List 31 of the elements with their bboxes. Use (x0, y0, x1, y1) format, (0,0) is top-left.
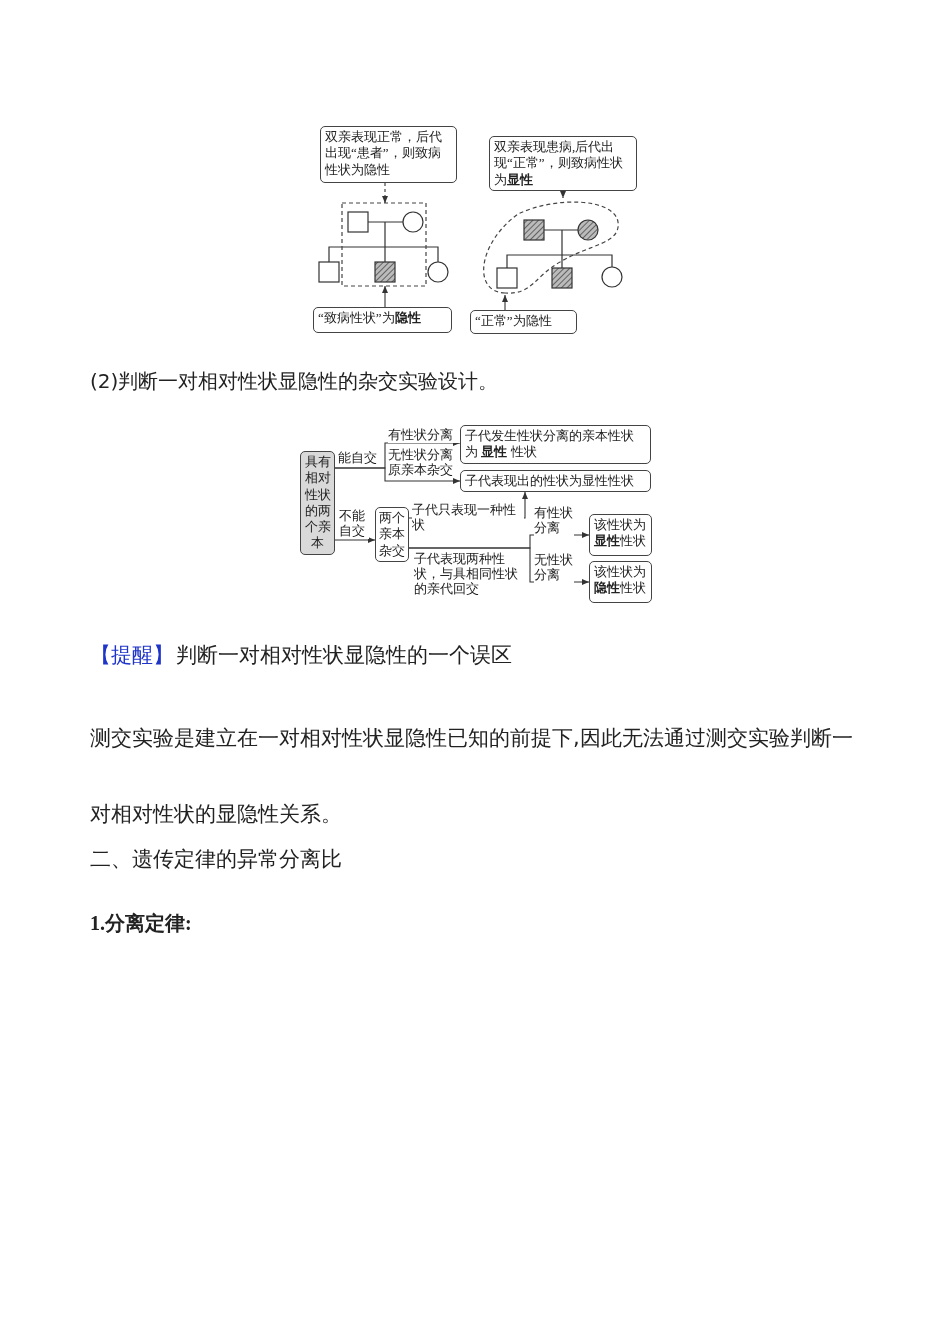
text-box: 双亲表现正常，后代出现“患者”，则致病性状为隐性 (320, 126, 457, 183)
text-box: 该性状为隐性性状 (589, 561, 652, 603)
arrow (334, 537, 376, 543)
text-box: “正常”为隐性 (470, 310, 577, 334)
annotation: 能自交 (338, 450, 377, 466)
tag-label: 【提醒】 (90, 642, 174, 669)
text-box: 具有相对性状的两个亲本 (300, 451, 335, 555)
dashed-outline (341, 202, 427, 287)
annotation: 子代表现两种性状，与具相同性状的亲代回交 (414, 552, 519, 597)
dashed-loop (483, 201, 619, 294)
edge-label: 子代只表现一种性状 (412, 503, 524, 533)
arrow (560, 190, 566, 199)
text-box: “致病性状”为隐性 (313, 307, 452, 333)
edge-label: 有性状分离 (388, 428, 460, 443)
text-box: 双亲表现患病,后代出现“正常”，则致病性状为显性 (489, 136, 637, 191)
edge-label: 有性状分离 (534, 506, 574, 536)
heading: 二、遗传定律的异常分离比 (90, 846, 342, 873)
heading: 1.分离定律: (90, 911, 192, 936)
arrow (502, 294, 508, 311)
heading: (2)判断一对相对性状显隐性的杂交实验设计。 (90, 368, 499, 395)
text-line: 判断一对相对性状显隐性的一个误区 (176, 642, 512, 669)
arrow (382, 182, 388, 204)
arrow (382, 285, 388, 308)
text-box: 该性状为显性性状 (589, 514, 652, 556)
edge-label: 不能自交 (339, 509, 369, 539)
text-box: 子代表现出的性状为显性性状 (460, 470, 651, 493)
text-box: 子代发生性状分离的亲本性状为 显性 性状 (460, 425, 651, 464)
edge-label: 无性状分离 (534, 553, 574, 583)
text-box: 两个亲本杂交 (375, 507, 409, 562)
paragraph: 测交实验是建立在一对相对性状显隐性已知的前提下,因此无法通过测交实验判断一对相对性状的显隐性关系。 (90, 725, 854, 828)
arrow (334, 467, 461, 484)
